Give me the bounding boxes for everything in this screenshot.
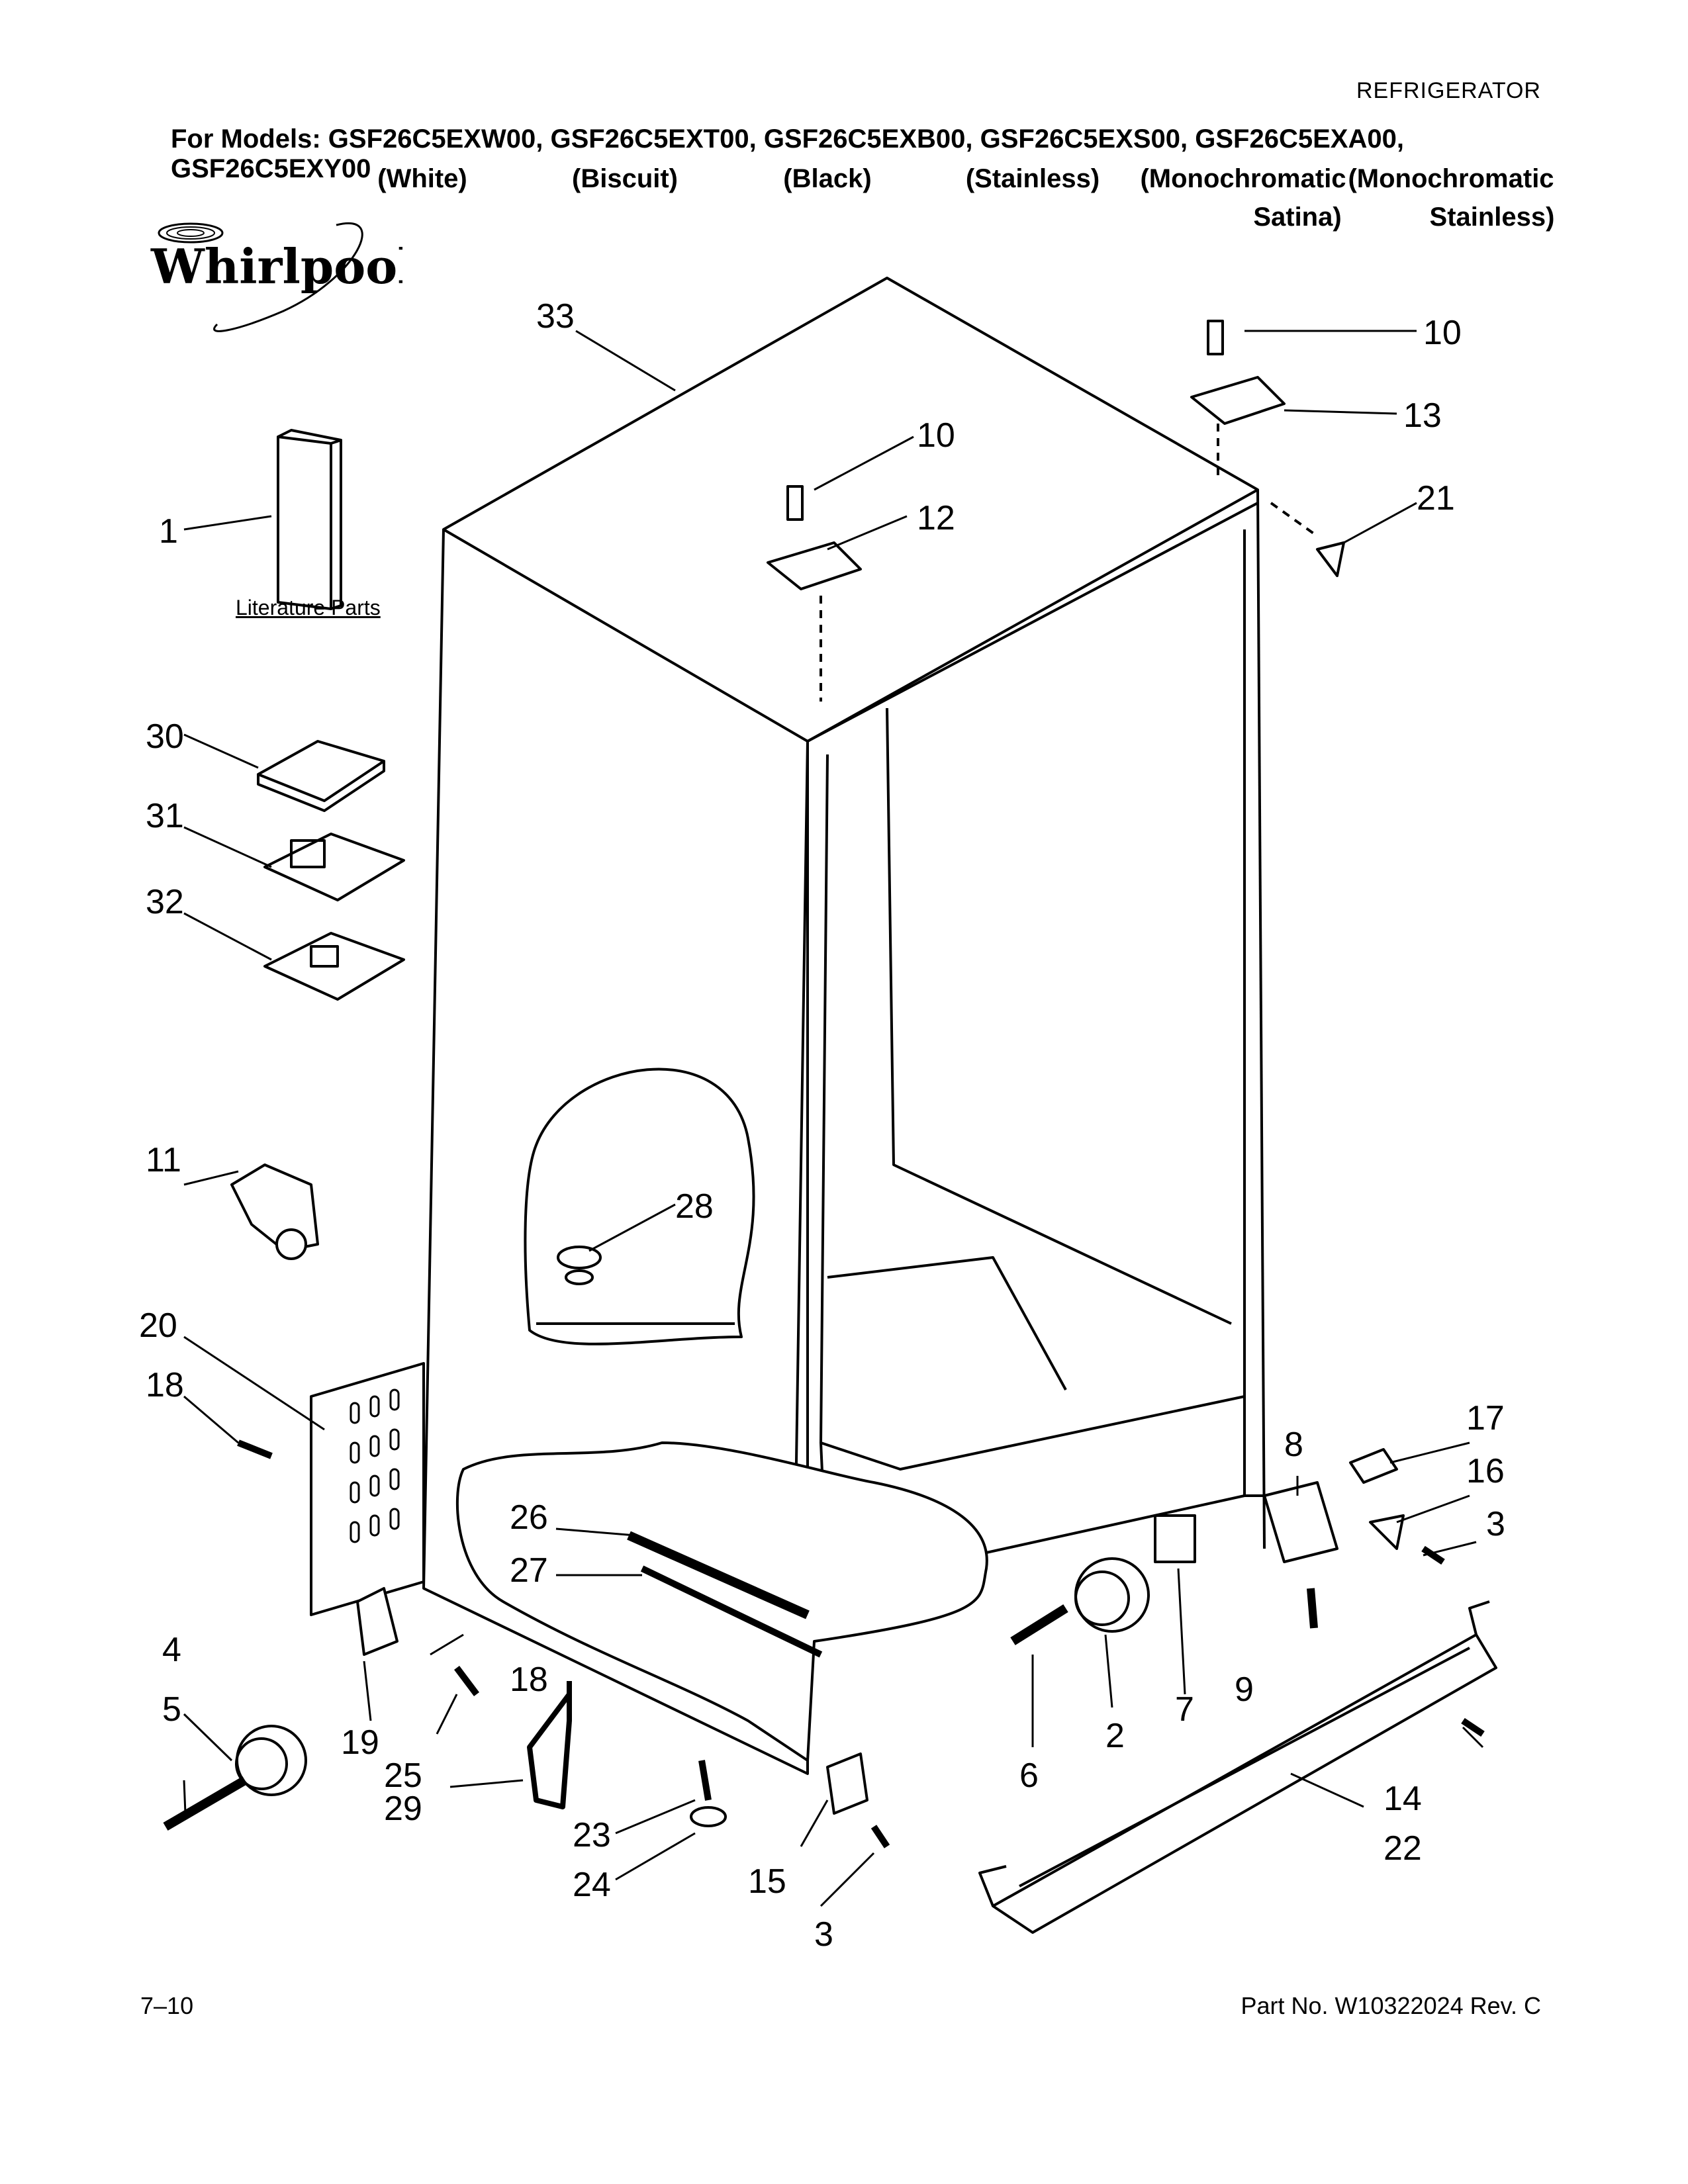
callout-11: 11: [146, 1141, 181, 1179]
color-mono-stainless-1: (Monochromatic: [1348, 164, 1554, 193]
callout-31: 31: [146, 797, 184, 835]
color-biscuit: (Biscuit): [572, 164, 678, 193]
callout-28: 28: [675, 1187, 714, 1226]
callout-6: 6: [1019, 1756, 1039, 1795]
callout-29: 29: [384, 1790, 422, 1828]
callout-22: 22: [1383, 1829, 1422, 1868]
callout-12: 12: [917, 499, 955, 537]
callout-4: 4: [162, 1631, 181, 1669]
category-label: REFRIGERATOR: [1356, 78, 1541, 103]
callout-26: 26: [510, 1498, 548, 1537]
callout-13: 13: [1403, 396, 1442, 435]
color-white: (White): [377, 164, 467, 193]
callout-14: 14: [1383, 1780, 1422, 1818]
callout-7: 7: [1175, 1690, 1194, 1729]
whirlpool-logo: Whirlpool: [138, 199, 416, 351]
callout-30: 30: [146, 717, 184, 756]
color-mono-stainless-2: Stainless): [1429, 203, 1555, 232]
callout-24: 24: [573, 1866, 611, 1904]
callout-2: 2: [1105, 1717, 1125, 1755]
color-mono-satina-1: (Monochromatic: [1140, 164, 1346, 193]
callout-9: 9: [1235, 1670, 1254, 1709]
page-number: 7–10: [140, 1992, 194, 2019]
part-number: Part No. W10322024 Rev. C: [1241, 1992, 1541, 2019]
callout-20: 20: [139, 1306, 177, 1345]
callout-10-top-right: 10: [1423, 314, 1462, 352]
color-mono-satina-2: Satina): [1253, 203, 1342, 232]
callout-10-center: 10: [917, 416, 955, 455]
callout-8: 8: [1284, 1426, 1303, 1464]
callout-15: 15: [748, 1862, 786, 1901]
callout-32: 32: [146, 883, 184, 921]
cabinet-part-33: [422, 277, 1266, 1775]
color-stainless: (Stainless): [965, 164, 1100, 193]
color-black: (Black): [783, 164, 872, 193]
model-colors-row: (White) (Biscuit) (Black) (Stainless) (M…: [0, 164, 1688, 195]
svg-text:Whirlpool: Whirlpool: [150, 238, 402, 295]
callout-18-bottom: 18: [510, 1661, 548, 1699]
callout-23: 23: [573, 1816, 611, 1854]
callout-5: 5: [162, 1690, 181, 1729]
callout-3-right: 3: [1486, 1505, 1505, 1543]
models-line: For Models: GSF26C5EXW00, GSF26C5EXT00, …: [171, 124, 1404, 183]
callout-21: 21: [1417, 479, 1455, 518]
callout-16: 16: [1466, 1452, 1505, 1490]
model-colors-row2: Satina) Stainless): [0, 203, 1688, 233]
callout-27: 27: [510, 1551, 548, 1590]
callout-19: 19: [341, 1723, 379, 1762]
callout-33: 33: [536, 297, 575, 336]
callout-17: 17: [1466, 1399, 1505, 1437]
callout-25: 25: [384, 1756, 422, 1795]
callout-3-bottom: 3: [814, 1915, 833, 1954]
callout-1: 1: [159, 512, 178, 551]
literature-parts-label: Literature Parts: [236, 596, 381, 619]
callout-18-left: 18: [146, 1366, 184, 1404]
